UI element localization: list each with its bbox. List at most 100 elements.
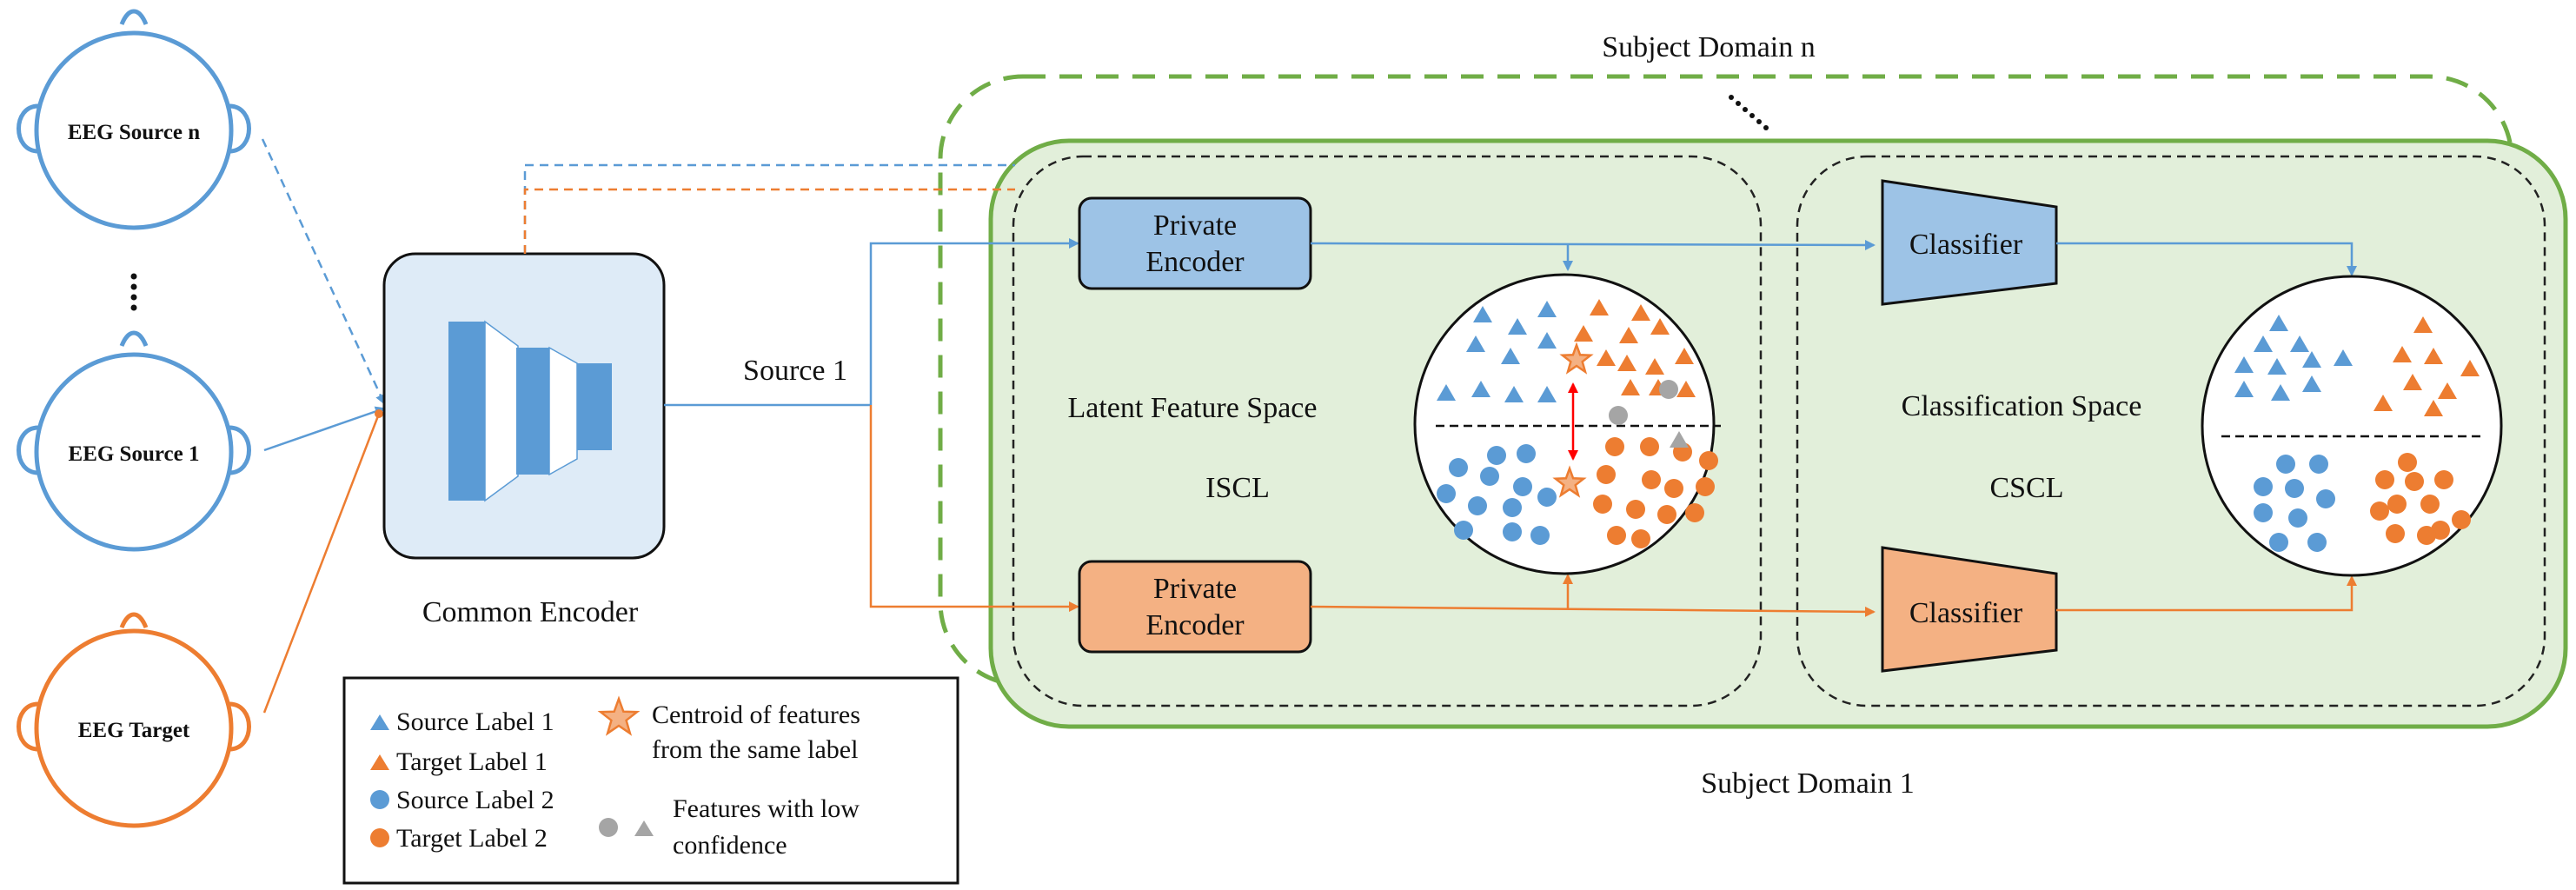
target-label-1-point <box>2438 382 2457 399</box>
classifier-top-label: Classifier <box>1909 229 2023 261</box>
classification-circle <box>2201 275 2503 577</box>
source-label-2-point <box>1449 458 1468 477</box>
source-label-1-point <box>2254 335 2273 352</box>
target-label-2-point <box>1626 500 1645 519</box>
source-label-1-point <box>1501 348 1520 364</box>
source-label-1-point <box>1466 335 1485 352</box>
legend-source-label-2-icon <box>370 790 389 809</box>
iscl-label: ISCL <box>1205 472 1270 504</box>
target-label-2-point <box>1605 437 1624 456</box>
source-label-1-point <box>2334 349 2353 366</box>
target-label-2-point <box>2375 470 2394 489</box>
arrow-top-encoder-to-classifier <box>1310 239 1876 250</box>
source-label-2-point <box>2269 533 2288 552</box>
arrow-target-head-dot <box>375 409 383 418</box>
source-label-2-point <box>1503 498 1522 517</box>
legend-box <box>342 676 959 885</box>
low-confidence-point <box>1670 431 1689 448</box>
source-label-2-point <box>2309 455 2328 474</box>
legend-centroid-line2: from the same label <box>652 735 858 764</box>
source-label-1-point <box>2267 358 2287 375</box>
centroid-label-2-star <box>1552 465 1587 498</box>
subject-domain-1-box <box>988 138 2568 729</box>
target-label-2-point <box>2452 510 2471 529</box>
low-confidence-point <box>1659 380 1678 399</box>
legend-low-confidence-line2: confidence <box>673 831 787 860</box>
subject-domain-n-label: Subject Domain n <box>1602 31 1816 63</box>
arrow-source-1-to-encoder <box>263 406 386 452</box>
target-label-1-point <box>2393 346 2412 362</box>
source-label-1-point <box>2290 335 2309 352</box>
arrow-to-private-encoder-bottom <box>869 405 1079 612</box>
source-label-1-point <box>2269 315 2288 331</box>
target-label-1-point <box>1617 355 1637 371</box>
target-label-2-point <box>1685 503 1704 522</box>
classification-points <box>2234 315 2480 552</box>
target-label-2-point <box>1631 529 1650 548</box>
source-label-2-point <box>2254 503 2273 522</box>
source-label-2-point <box>1480 467 1499 486</box>
source-label-2-point <box>1468 496 1487 515</box>
target-label-1-point <box>1574 325 1593 342</box>
target-label-2-point <box>2434 470 2453 489</box>
classifier-bottom <box>1881 546 2058 673</box>
classifier-top <box>1881 179 2058 306</box>
subject-domain-1-label: Subject Domain 1 <box>1701 767 1915 800</box>
latent-feature-space-label: Latent Feature Space <box>1068 392 1318 424</box>
target-label-2-point <box>2370 501 2389 521</box>
source-label-2-point <box>2254 477 2273 496</box>
private-encoder-bottom-line1: Private <box>1153 573 1237 605</box>
target-label-2-point <box>2398 453 2417 472</box>
source-label-1-point <box>2302 351 2321 368</box>
target-label-1-point <box>2374 395 2393 411</box>
source-label-1-point <box>1437 384 1456 401</box>
target-label-1-point <box>2424 348 2443 364</box>
target-label-1-point <box>2413 316 2433 333</box>
legend-centroid-star-icon <box>597 695 641 736</box>
target-label-1-point <box>1619 327 1638 343</box>
source-label-1-point <box>1537 386 1557 402</box>
vertical-ellipsis <box>130 273 137 311</box>
eeg-source-n-head: EEG Source n <box>17 9 251 230</box>
legend-target-label-1: Target Label 1 <box>396 747 548 776</box>
source-label-1-point <box>1508 318 1527 335</box>
eeg-target-label: EEG Target <box>78 719 190 742</box>
target-label-1-point <box>1597 349 1616 366</box>
legend-source-label-1: Source Label 1 <box>396 707 554 736</box>
source-label-1-point <box>2234 381 2254 397</box>
source-label-1-point <box>2302 375 2321 392</box>
target-label-1-point <box>2460 360 2480 376</box>
source-label-1-point <box>2234 356 2254 373</box>
classification-space-label: Classification Space <box>1902 390 2142 422</box>
target-label-1-point <box>1676 381 1696 397</box>
target-label-1-point <box>1621 379 1640 395</box>
latent-feature-circle <box>1413 273 1716 575</box>
arrow-target-to-encoder <box>262 413 381 714</box>
cscl-panel <box>1796 155 2546 707</box>
latent-feature-points <box>1437 299 1718 548</box>
target-label-2-point <box>1607 526 1626 545</box>
source-label-2-point <box>1513 477 1532 496</box>
source-label-1-point <box>1537 301 1557 317</box>
legend-centroid-line1: Centroid of features <box>652 701 860 729</box>
eeg-source-1-head: EEG Source 1 <box>17 330 251 552</box>
arrow-classifier-bottom-to-space <box>2056 575 2357 612</box>
dashed-orange-to-domain-n <box>523 188 1015 254</box>
legend-low-confidence-line1: Features with low <box>673 794 860 823</box>
target-label-1-point <box>1645 358 1664 375</box>
source-label-2-point <box>1530 526 1550 545</box>
target-label-2-point <box>1664 479 1683 498</box>
private-encoder-bottom-line2: Encoder <box>1145 609 1245 641</box>
target-label-1-point <box>2424 400 2443 416</box>
target-label-2-point <box>1640 437 1659 456</box>
encoder-network-icon <box>448 320 612 502</box>
low-confidence-point <box>1609 406 1628 425</box>
source-1-label: Source 1 <box>743 355 847 387</box>
source-label-2-point <box>1454 521 1473 540</box>
eeg-source-1-label: EEG Source 1 <box>69 442 200 466</box>
source-label-2-point <box>2285 479 2304 498</box>
source-label-2-point <box>2307 533 2327 552</box>
target-label-2-point <box>1642 470 1661 489</box>
source-label-1-point <box>1537 332 1557 349</box>
